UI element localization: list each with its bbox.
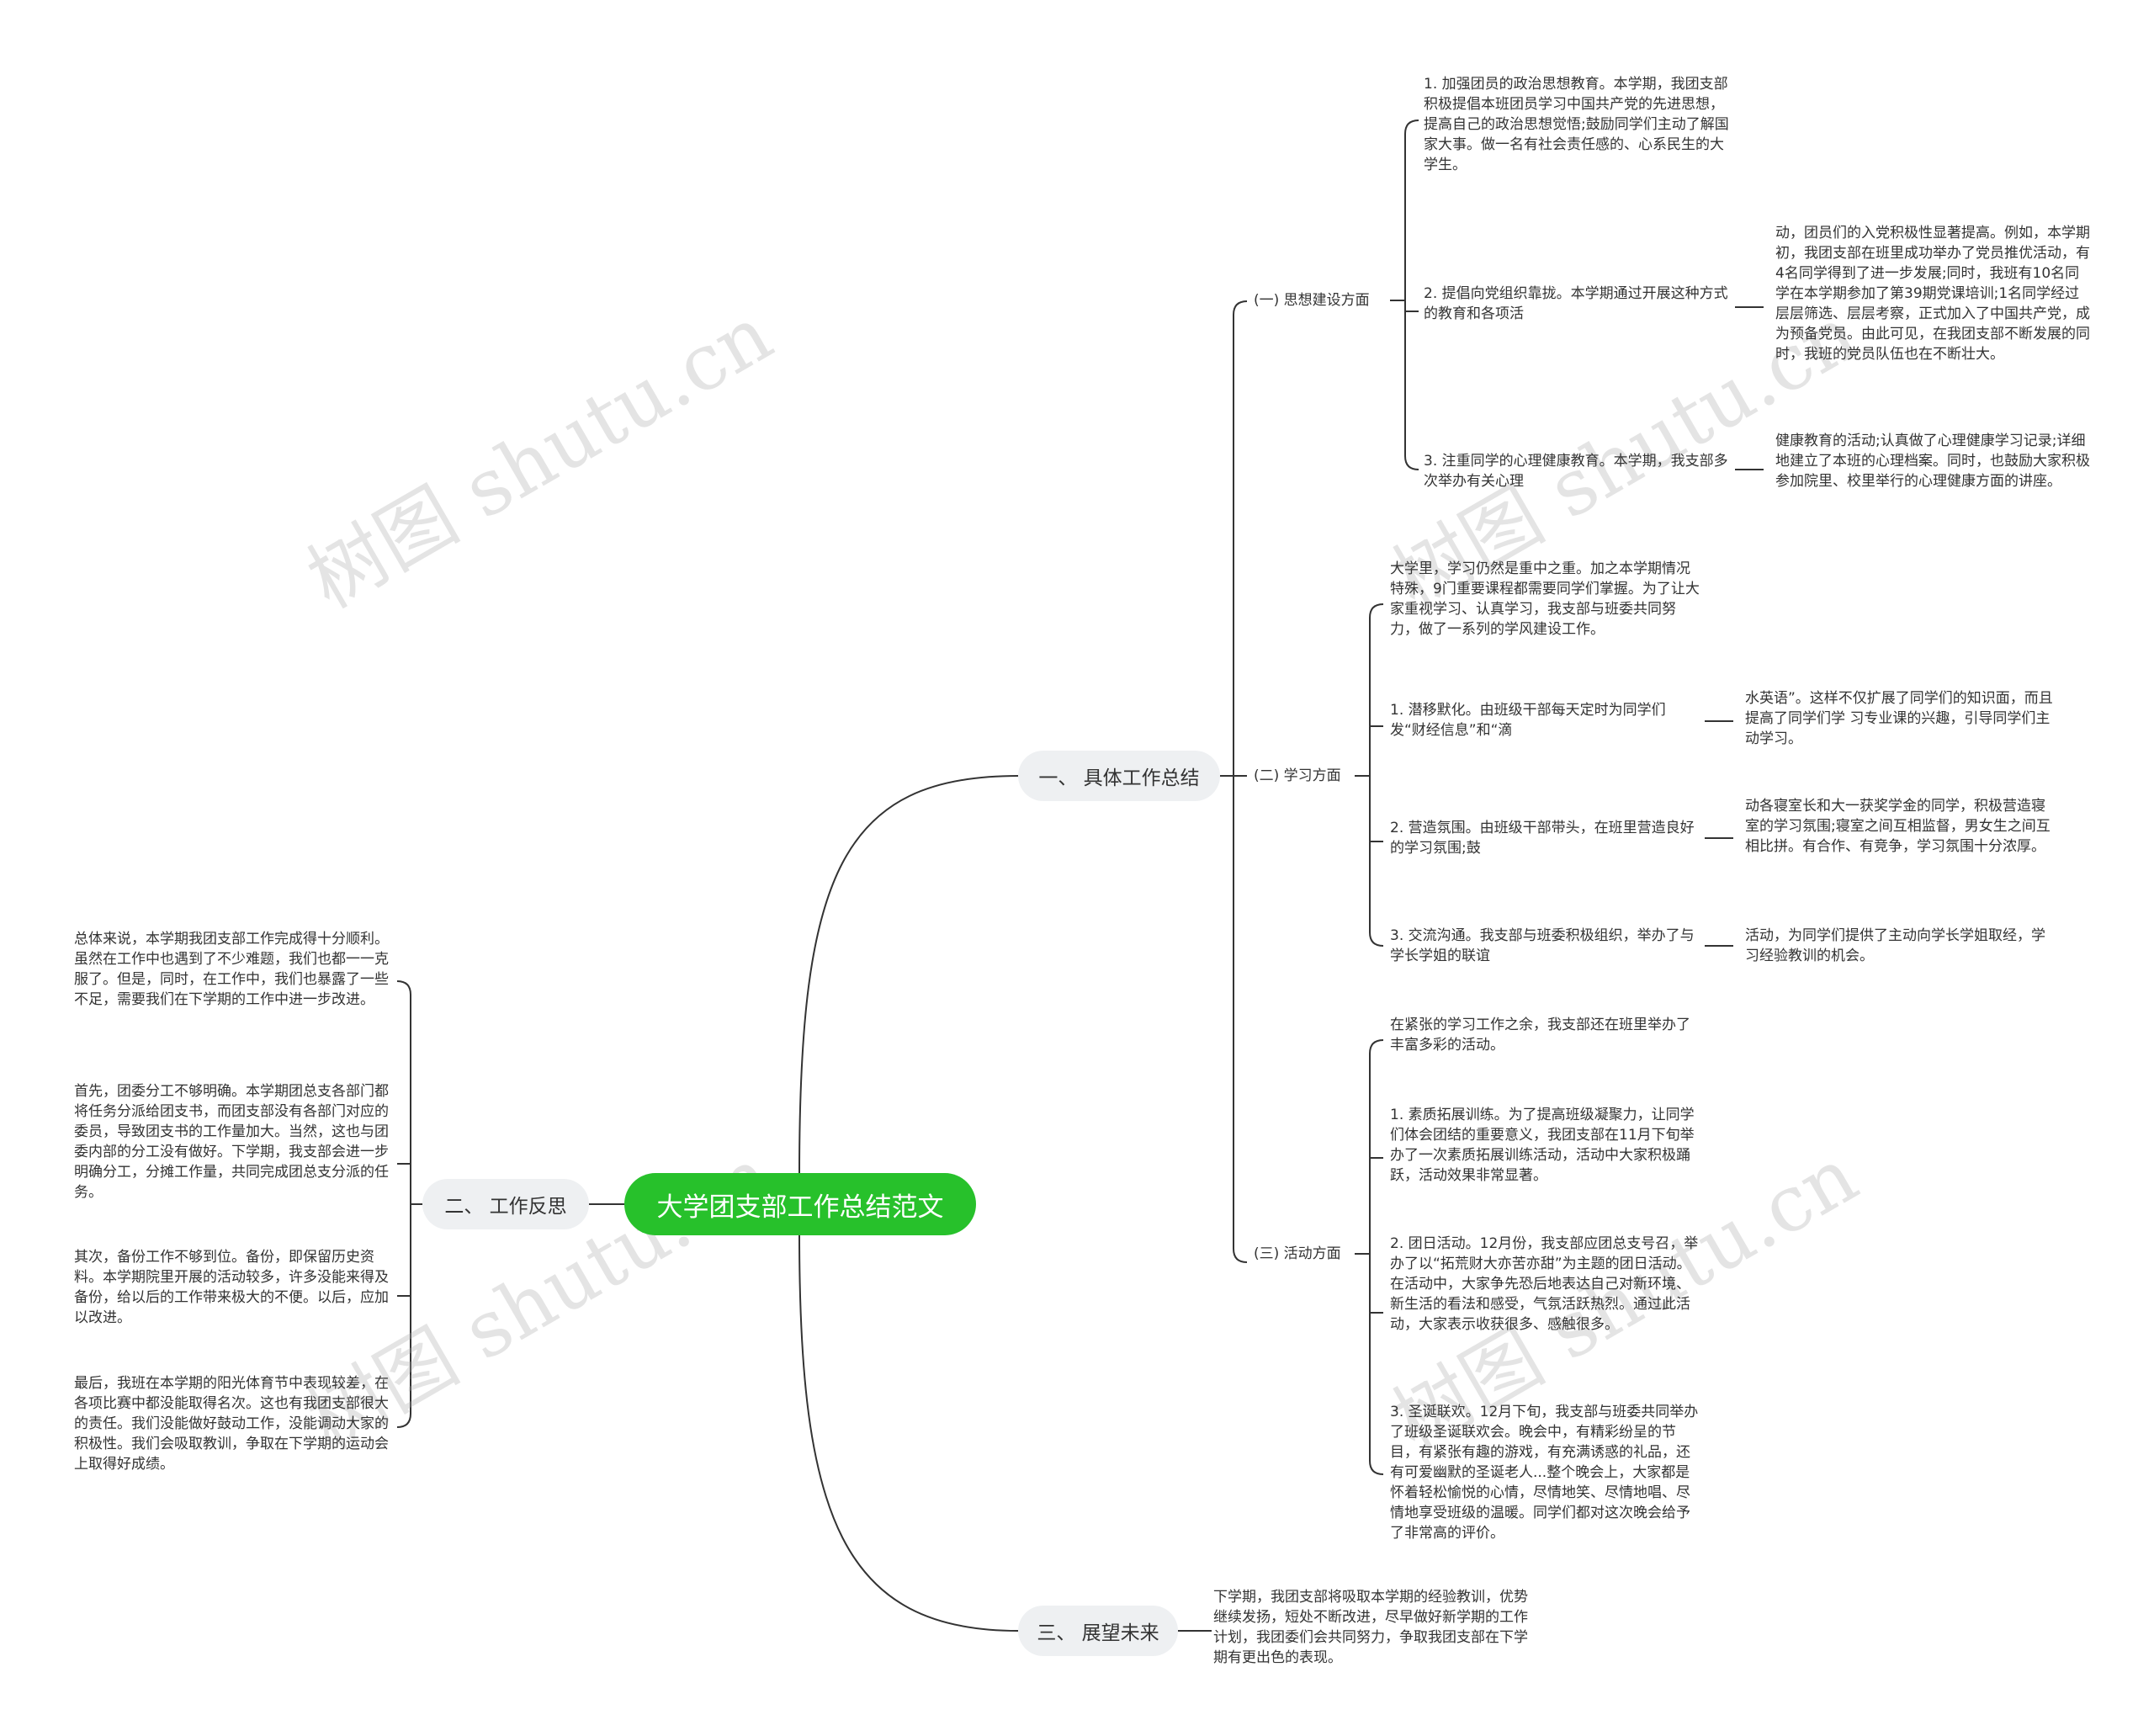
- text-reflection-4: 最后，我班在本学期的阳光体育节中表现较差，在各项比赛中都没能取得名次。这也有我团…: [74, 1375, 389, 1473]
- text-ideology-1: 1. 加强团员的政治思想教育。本学期，我团支部积极提倡本班团员学习中国共产党的先…: [1424, 76, 1729, 173]
- text-activity-2: 2. 团日活动。12月份，我支部应团总支号召，举办了以“拓荒财大亦苦亦甜”为主题…: [1390, 1235, 1699, 1333]
- text-ideology-2-detail: 动，团员们的入党积极性显著提高。例如，本学期初，我团支部在班里成功举办了党员推优…: [1775, 225, 2090, 363]
- text-study-1-detail: 水英语”。这样不仅扩展了同学们的知识面，而且提高了同学们学 习专业课的兴趣，引导…: [1745, 690, 2053, 747]
- text-activity-3: 3. 圣诞联欢。12月下旬，我支部与班委共同举办了班级圣诞联欢会。晚会中，有精彩…: [1390, 1404, 1699, 1542]
- branch-specific-work[interactable]: 一、 具体工作总结: [1018, 751, 1220, 801]
- sub-study[interactable]: (二) 学习方面: [1254, 767, 1341, 784]
- branch-reflection[interactable]: 二、 工作反思: [422, 1179, 589, 1229]
- link-root-s1: [798, 775, 1019, 1176]
- text-study-3: 3. 交流沟通。我支部与班委积极组织，举办了与学长学姐的联谊: [1390, 927, 1695, 964]
- text-reflection-2: 首先，团委分工不够明确。本学期团总支各部门都将任务分派给团支书，而团支部没有各部…: [74, 1083, 389, 1201]
- text-study-intro: 大学里，学习仍然是重中之重。加之本学期情况特殊，9门重要课程都需要同学们掌握。为…: [1390, 560, 1700, 638]
- sub-ideology[interactable]: (一) 思想建设方面: [1254, 292, 1370, 309]
- text-study-3-detail: 活动，为同学们提供了主动向学长学姐取经，学习经验教训的机会。: [1745, 927, 2045, 964]
- text-outlook: 下学期，我团支部将吸取本学期的经验教训，优势继续发扬，短处不断改进，尽早做好新学…: [1213, 1589, 1528, 1666]
- text-ideology-2: 2. 提倡向党组织靠拢。本学期通过开展这种方式的教育和各项活: [1424, 285, 1728, 322]
- link-root-s3: [798, 1233, 1019, 1632]
- text-ideology-3: 3. 注重同学的心理健康教育。本学期，我支部多次举办有关心理: [1424, 453, 1728, 490]
- text-activity-intro: 在紧张的学习工作之余，我支部还在班里举办了丰富多彩的活动。: [1390, 1017, 1690, 1054]
- text-study-1: 1. 潜移默化。由班级干部每天定时为同学们发“财经信息”和“滴: [1390, 702, 1666, 739]
- sub-activities[interactable]: (三) 活动方面: [1254, 1245, 1341, 1262]
- root-topic[interactable]: 大学团支部工作总结范文: [624, 1173, 976, 1235]
- text-ideology-3-detail: 健康教育的活动;认真做了心理健康学习记录;详细地建立了本班的心理档案。同时，也鼓…: [1775, 433, 2090, 490]
- branch-outlook[interactable]: 三、 展望未来: [1018, 1606, 1178, 1656]
- text-reflection-1: 总体来说，本学期我团支部工作完成得十分顺利。虽然在工作中也遇到了不少难题，我们也…: [74, 931, 389, 1008]
- text-study-2: 2. 营造氛围。由班级干部带头，在班里营造良好的学习氛围;鼓: [1390, 820, 1695, 857]
- text-reflection-3: 其次，备份工作不够到位。备份，即保留历史资料。本学期院里开展的活动较多，许多没能…: [74, 1249, 389, 1326]
- text-study-2-detail: 动各寝室长和大一获奖学金的同学，积极营造寝室的学习氛围;寝室之间互相监督，男女生…: [1745, 798, 2051, 855]
- text-activity-1: 1. 素质拓展训练。为了提高班级凝聚力，让同学们体会团结的重要意义，我团支部在1…: [1390, 1107, 1695, 1184]
